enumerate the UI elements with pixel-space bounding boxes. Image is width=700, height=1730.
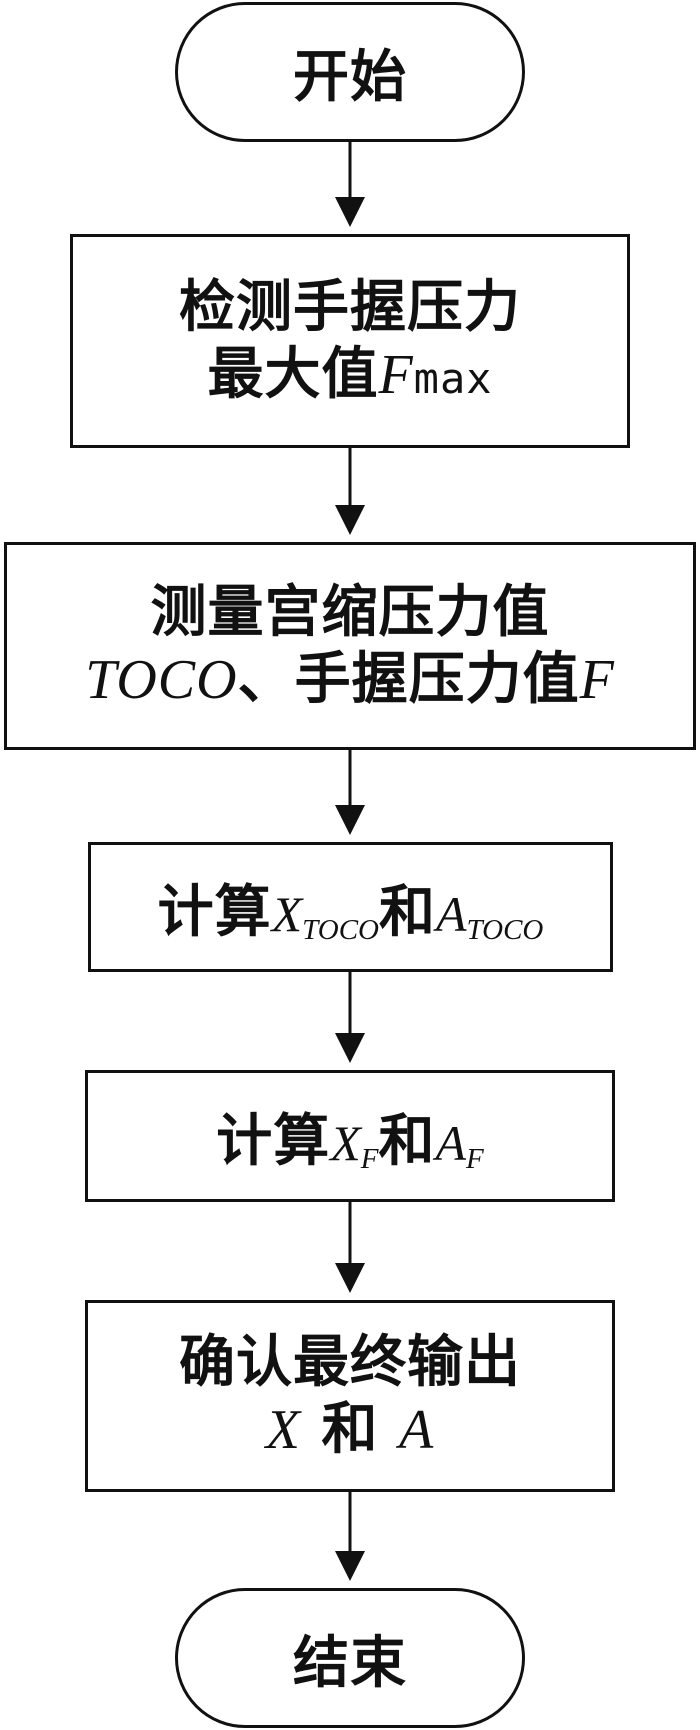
- step3-calculate-toco: 计算XTOCO和ATOCO: [88, 842, 613, 972]
- step1-line2: 最大值Fmax: [179, 341, 521, 408]
- step1-variable-max: max: [413, 353, 493, 403]
- step5-line1: 确认最终输出: [179, 1329, 521, 1396]
- step5-a-variable: A: [399, 1398, 435, 1461]
- step4-a-variable: A: [435, 1114, 467, 1171]
- step2-text: 测量宫缩压力值 TOCO、手握压力值F: [85, 579, 615, 712]
- step4-x-variable: X: [330, 1114, 361, 1171]
- step2-measure-pressure: 测量宫缩压力值 TOCO、手握压力值F: [4, 542, 696, 750]
- step4-prefix: 计算: [216, 1107, 331, 1174]
- step1-text: 检测手握压力 最大值Fmax: [179, 274, 521, 407]
- step1-line1: 检测手握压力: [179, 274, 521, 341]
- end-node: 结束: [175, 1588, 525, 1728]
- end-label: 结束: [293, 1629, 407, 1696]
- step5-line2: X 和 A: [179, 1396, 521, 1463]
- step3-x-subscript: TOCO: [302, 913, 379, 946]
- step3-formula: 计算XTOCO和ATOCO: [158, 867, 544, 948]
- step1-variable-f: F: [378, 343, 414, 406]
- step3-x-variable: X: [271, 885, 303, 942]
- step2-f-variable: F: [579, 648, 615, 711]
- step3-a-subscript: TOCO: [466, 913, 544, 946]
- step2-toco-variable: TOCO: [85, 648, 238, 711]
- step4-middle: 和: [378, 1107, 436, 1174]
- step1-detect-max-grip-pressure: 检测手握压力 最大值Fmax: [70, 234, 630, 448]
- step4-a-subscript: F: [466, 1142, 484, 1175]
- start-label: 开始: [293, 43, 407, 110]
- step2-grip-pressure-text: 、手握压力值: [237, 645, 580, 712]
- step5-middle: 和: [301, 1395, 399, 1462]
- step4-x-subscript: F: [360, 1142, 379, 1175]
- step2-line1: 测量宫缩压力值: [150, 579, 550, 646]
- step5-x-variable: X: [265, 1398, 301, 1461]
- start-node: 开始: [175, 2, 525, 142]
- step4-formula: 计算XF和AF: [216, 1096, 484, 1177]
- step5-text: 确认最终输出 X 和 A: [179, 1329, 521, 1462]
- step3-a-variable: A: [436, 885, 467, 942]
- step3-prefix: 计算: [157, 878, 272, 945]
- step1-line2-prefix: 最大值: [207, 340, 379, 407]
- step2-line2: TOCO、手握压力值F: [85, 646, 615, 713]
- step4-calculate-f: 计算XF和AF: [85, 1070, 615, 1202]
- step3-middle: 和: [379, 878, 436, 945]
- step5-confirm-output: 确认最终输出 X 和 A: [85, 1300, 615, 1492]
